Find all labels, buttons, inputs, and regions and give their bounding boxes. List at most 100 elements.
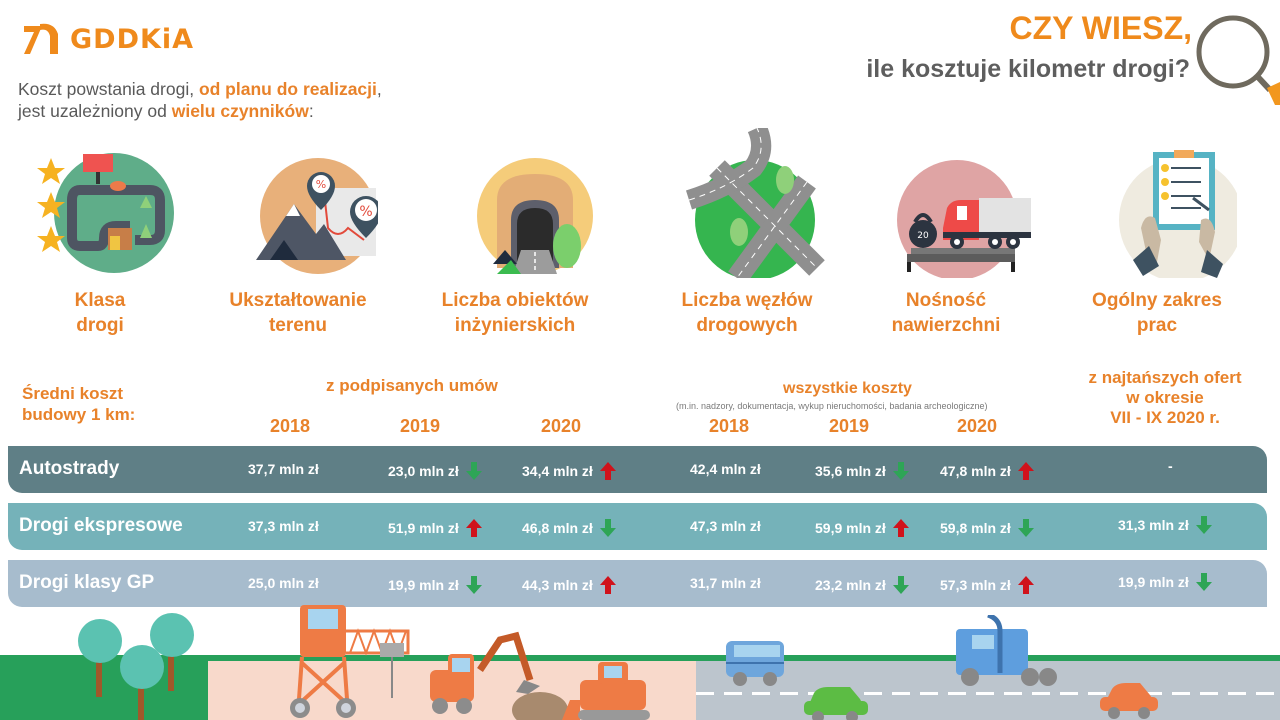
cost-value: 59,9 mln zł <box>815 520 886 536</box>
excavator-icon <box>430 631 650 720</box>
cost-cell: 42,4 mln zł <box>690 461 761 477</box>
cost-value: 51,9 mln zł <box>388 520 459 536</box>
cost-cell: 35,6 mln zł <box>815 461 910 481</box>
cost-value: 31,3 mln zł <box>1118 517 1189 533</box>
intro-end-2: : <box>308 101 314 121</box>
cost-cell: 37,3 mln zł <box>248 518 319 534</box>
cost-cell: - <box>1168 458 1173 474</box>
factor-road-class: Klasa drogi <box>0 128 200 338</box>
arrow-down-icon <box>599 519 616 537</box>
arrow-up-icon <box>599 576 616 594</box>
factor-interchanges: Liczba węzłów drogowych <box>647 128 847 338</box>
factor-label-line1: Nośność <box>905 290 987 311</box>
cost-cell: 23,0 mln zł <box>388 461 483 481</box>
cost-cell: 44,3 mln zł <box>522 575 617 595</box>
factor-label-line1: Liczba węzłów <box>681 290 813 311</box>
arrow-up-icon <box>1017 576 1034 594</box>
terrain-icon: % % <box>256 158 378 274</box>
year-header: 2018 <box>269 416 311 436</box>
gddkia-road-logo-icon <box>24 23 58 54</box>
factor-label-line1: Ogólny zakres <box>1092 290 1222 311</box>
cost-value: 23,0 mln zł <box>388 463 459 479</box>
cost-value: 44,3 mln zł <box>522 577 593 593</box>
year-header: 2020 <box>540 416 582 436</box>
truck-load-icon: 20 <box>897 160 1031 278</box>
group3-line2: w okresie <box>1126 388 1204 407</box>
tunnel-icon <box>477 158 593 274</box>
cost-value: 42,4 mln zł <box>690 461 761 477</box>
cost-cell: 23,2 mln zł <box>815 575 910 595</box>
row-header-line2: budowy 1 km: <box>22 405 136 424</box>
cost-cell: 59,8 mln zł <box>940 518 1035 538</box>
road-lane-marking <box>696 692 1280 695</box>
arrow-down-icon <box>465 576 482 594</box>
intro-text: Koszt powstania drogi, od planu do reali… <box>18 78 382 122</box>
intro-end-1: , <box>376 79 382 99</box>
cost-value: 47,3 mln zł <box>690 518 761 534</box>
cost-value: 19,9 mln zł <box>1118 574 1189 590</box>
row-drogi-ekspresowe: Drogi ekspresowe 37,3 mln zł 51,9 mln zł 46… <box>8 503 1267 550</box>
factor-label-line1: Ukształtowanie <box>229 290 367 311</box>
cost-value: 31,7 mln zł <box>690 575 761 591</box>
cost-cell: 51,9 mln zł <box>388 518 483 538</box>
magnifier-icon <box>1196 15 1280 105</box>
cost-cell: 59,9 mln zł <box>815 518 910 538</box>
group-all-costs-title: wszystkie koszty <box>783 380 912 397</box>
cost-value: 19,9 mln zł <box>388 577 459 593</box>
group-cheapest-offers-title: z najtańszych ofert w okresie VII - IX 2… <box>1060 368 1270 428</box>
road-type-label: Drogi ekspresowe <box>19 515 183 536</box>
year-header: 2020 <box>956 416 998 436</box>
svg-text:%: % <box>316 178 326 191</box>
cost-cell: 34,4 mln zł <box>522 461 617 481</box>
svg-text:%: % <box>359 204 372 220</box>
factor-scope-of-work: Ogólny zakres prac <box>1057 128 1257 338</box>
year-header: 2019 <box>399 416 441 436</box>
svg-text:20: 20 <box>917 231 929 241</box>
cost-cell: 46,8 mln zł <box>522 518 617 538</box>
arrow-up-icon <box>1017 462 1034 480</box>
factor-terrain: % % Ukształtowanie terenu <box>198 128 398 338</box>
cost-value: 46,8 mln zł <box>522 520 593 536</box>
arrow-down-icon <box>892 462 909 480</box>
table-row-header: Średni koszt budowy 1 km: <box>22 383 135 425</box>
trees-icon <box>78 613 194 720</box>
cost-cell: 47,8 mln zł <box>940 461 1035 481</box>
cost-value: 57,3 mln zł <box>940 577 1011 593</box>
factor-label-line2: prac <box>1136 315 1178 336</box>
year-header: 2018 <box>708 416 750 436</box>
crane-icon <box>290 605 410 718</box>
arrow-down-icon <box>892 576 909 594</box>
cost-value: 59,8 mln zł <box>940 520 1011 536</box>
cost-value: - <box>1168 458 1173 474</box>
intro-plain-2: jest uzależniony od <box>18 101 172 121</box>
arrow-down-icon <box>465 462 482 480</box>
factor-label-line2: inżynierskich <box>454 315 576 336</box>
cost-cell: 19,9 mln zł <box>1118 572 1213 592</box>
cost-value: 23,2 mln zł <box>815 577 886 593</box>
page-subtitle: ile kosztuje kilometr drogi? <box>866 55 1190 83</box>
factor-label-line2: drogowych <box>696 315 798 336</box>
factor-label-line1: Klasa <box>74 290 126 311</box>
page-title: CZY WIESZ, <box>1009 10 1192 46</box>
intro-plain-1: Koszt powstania drogi, <box>18 79 199 99</box>
row-header-line1: Średni koszt <box>22 384 124 403</box>
group3-line3: VII - IX 2020 r. <box>1110 408 1220 427</box>
cost-cell: 25,0 mln zł <box>248 575 319 591</box>
factor-label-line2: nawierzchni <box>891 315 1001 336</box>
group-signed-contracts-title: z podpisanych umów <box>326 376 498 395</box>
group-all-costs-note: (m.in. nadzory, dokumentacja, wykup nier… <box>676 401 988 411</box>
cost-cell: 57,3 mln zł <box>940 575 1035 595</box>
clipboard-icon <box>1119 150 1237 278</box>
road-type-label: Drogi klasy GP <box>19 572 155 593</box>
arrow-down-icon <box>1195 573 1212 591</box>
factor-surface-load: 20 Nośność nawierzchni <box>846 128 1046 338</box>
arrow-up-icon <box>465 519 482 537</box>
road-class-icon <box>37 153 174 273</box>
arrow-up-icon <box>892 519 909 537</box>
vehicles-icon <box>726 615 1158 720</box>
arrow-up-icon <box>599 462 616 480</box>
cost-value: 37,3 mln zł <box>248 518 319 534</box>
cost-value: 25,0 mln zł <box>248 575 319 591</box>
cost-cell: 19,9 mln zł <box>388 575 483 595</box>
